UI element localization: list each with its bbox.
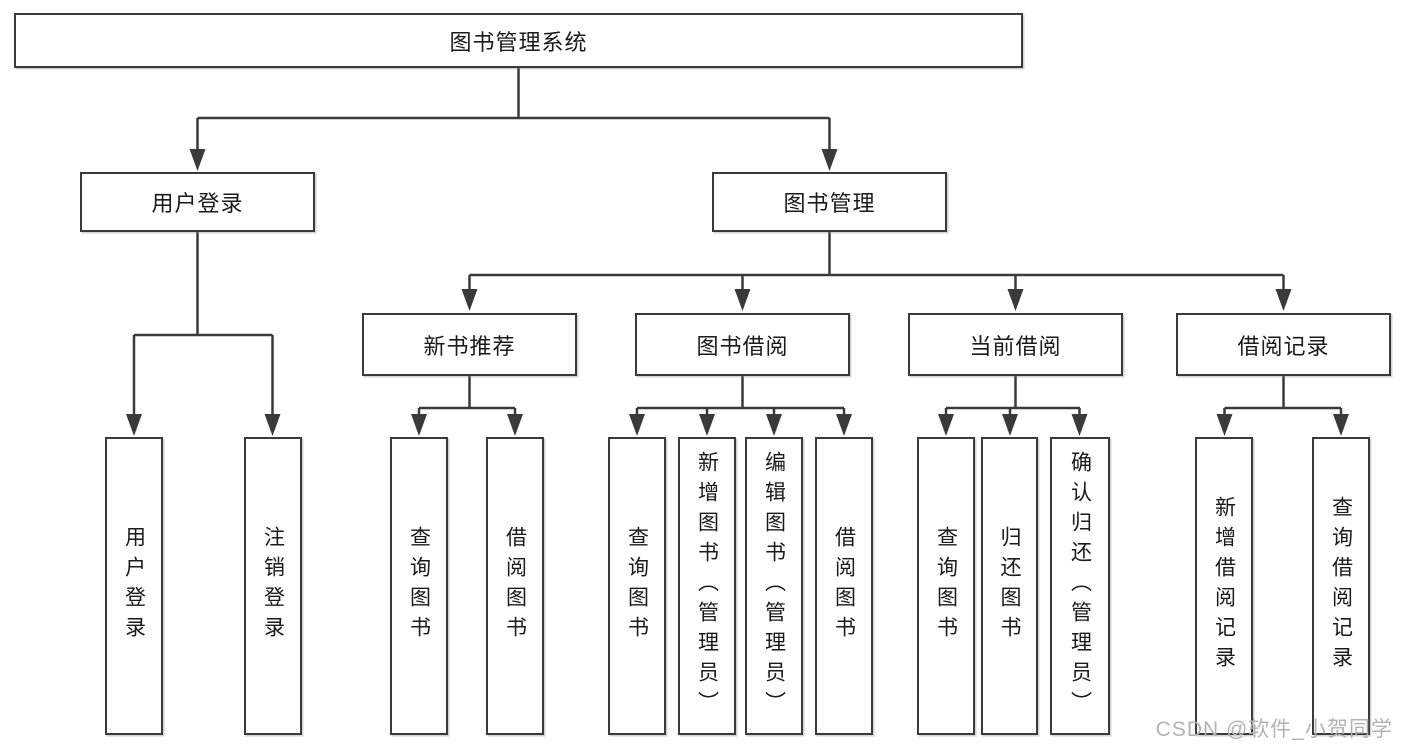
section-box-label: 借阅记录 bbox=[1237, 333, 1330, 359]
arrowhead bbox=[1216, 414, 1233, 436]
leaf-box-user-login: 用户登录 bbox=[105, 437, 163, 735]
leaf-box-borrow-borrow-books: 借阅图书 bbox=[815, 437, 873, 735]
leaf-label: 查询图书 bbox=[625, 526, 649, 646]
arrowhead bbox=[264, 414, 281, 436]
arrowhead bbox=[189, 149, 206, 171]
leaf-box-records-query-record: 查询借阅记录 bbox=[1312, 437, 1370, 735]
section-box-label: 新书推荐 bbox=[423, 333, 516, 359]
leaf-box-logout: 注销登录 bbox=[244, 437, 302, 735]
leaf-label: 归还图书 bbox=[998, 526, 1021, 646]
leaf-label: 新增图书（管理员） bbox=[695, 451, 719, 721]
branch-box-user-login: 用户登录 bbox=[80, 172, 315, 232]
section-box-book-borrow: 图书借阅 bbox=[635, 313, 850, 376]
leaf-box-records-add-record: 新增借阅记录 bbox=[1195, 437, 1253, 735]
leaf-label: 查询借阅记录 bbox=[1329, 496, 1353, 676]
leaf-label: 用户登录 bbox=[122, 526, 146, 646]
arrowhead bbox=[734, 289, 751, 311]
leaf-box-borrow-edit-books-admin: 编辑图书（管理员） bbox=[745, 437, 803, 735]
arrowhead bbox=[836, 414, 852, 436]
root-box-label: 图书管理系统 bbox=[449, 29, 588, 55]
branch-box-label: 用户登录 bbox=[151, 191, 244, 216]
leaf-label: 借阅图书 bbox=[503, 526, 527, 646]
leaf-label: 查询图书 bbox=[934, 526, 958, 646]
arrowhead bbox=[461, 289, 478, 311]
arrowhead bbox=[411, 414, 427, 436]
arrowhead bbox=[1071, 414, 1088, 436]
leaf-box-current-return-books: 归还图书 bbox=[981, 437, 1038, 735]
leaf-label: 注销登录 bbox=[261, 526, 285, 646]
leaf-box-current-confirm-return-admin: 确认归还（管理员） bbox=[1050, 437, 1110, 735]
leaf-label: 编辑图书（管理员） bbox=[762, 451, 786, 721]
branch-box-book-management: 图书管理 bbox=[712, 172, 947, 232]
root-box-library-system: 图书管理系统 bbox=[14, 13, 1023, 68]
arrowhead bbox=[821, 149, 838, 171]
leaf-label: 借阅图书 bbox=[832, 526, 856, 646]
section-box-current-borrow: 当前借阅 bbox=[908, 313, 1123, 376]
arrowhead bbox=[1333, 414, 1349, 436]
section-box-label: 图书借阅 bbox=[696, 333, 789, 359]
arrowhead bbox=[766, 414, 782, 436]
arrowhead bbox=[1007, 289, 1024, 311]
leaf-box-recommend-query-books: 查询图书 bbox=[390, 437, 448, 735]
section-box-new-book-recommend: 新书推荐 bbox=[362, 313, 577, 376]
arrowhead bbox=[126, 414, 142, 436]
arrowhead bbox=[1275, 289, 1292, 311]
leaf-box-recommend-borrow-books: 借阅图书 bbox=[486, 437, 544, 735]
leaf-box-borrow-query-books: 查询图书 bbox=[608, 437, 666, 735]
arrowhead bbox=[507, 414, 523, 436]
leaf-label: 新增借阅记录 bbox=[1212, 496, 1236, 676]
leaf-label: 确认归还（管理员） bbox=[1068, 451, 1092, 721]
leaf-box-current-query-books: 查询图书 bbox=[917, 437, 975, 735]
arrowhead bbox=[938, 414, 954, 436]
arrowhead bbox=[629, 414, 645, 436]
section-box-borrow-records: 借阅记录 bbox=[1176, 313, 1391, 376]
leaf-box-borrow-add-books-admin: 新增图书（管理员） bbox=[678, 437, 736, 735]
csdn-watermark: CSDN @软件_小贺同学 bbox=[1155, 718, 1393, 741]
section-box-label: 当前借阅 bbox=[969, 333, 1062, 359]
arrowhead bbox=[699, 414, 715, 436]
arrowhead bbox=[1002, 414, 1018, 436]
leaf-label: 查询图书 bbox=[407, 526, 431, 646]
branch-box-label: 图书管理 bbox=[783, 191, 876, 216]
